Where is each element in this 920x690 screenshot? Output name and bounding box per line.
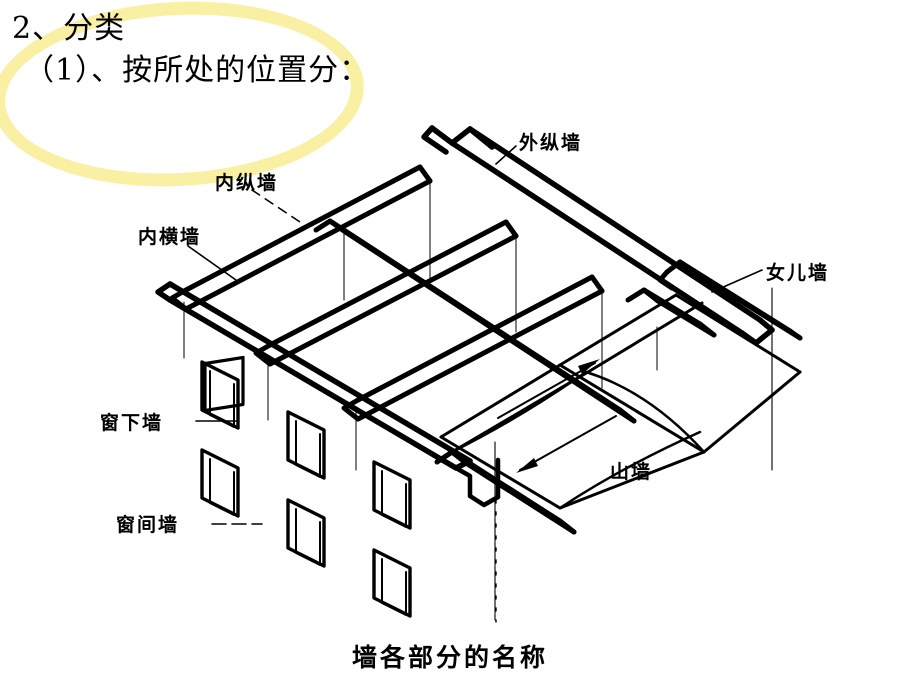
callout-leader-lines: [187, 145, 763, 525]
callout-label-wall-between-windows: 窗间墙: [116, 514, 180, 536]
interior-transverse-walls: [169, 164, 605, 422]
callout-label-gable-wall: 山墙: [610, 461, 653, 483]
building-corner-edges: [494, 287, 773, 621]
roof-valley-lines: [450, 370, 706, 510]
drainage-arrow-head-upper: [578, 359, 600, 374]
page-subtitle-line-2: （1）、按所处的位置分：: [24, 53, 371, 88]
roof-slab-edges: [439, 293, 802, 510]
facade-top-edge: [167, 297, 501, 508]
callout-label-interior-transverse-wall: 内横墙: [138, 226, 202, 248]
interior-longitudinal-wall: [313, 218, 637, 424]
callout-label-interior-longitudinal-wall: 内纵墙: [215, 172, 279, 194]
page-title-line-1: 2、分类: [12, 11, 126, 46]
drainage-arrow-head-lower: [516, 458, 538, 473]
facade-window-group: [203, 355, 245, 413]
facade-window: [203, 355, 245, 413]
callout-label-parapet-wall: 女儿墙: [766, 262, 830, 284]
parapet-wall-shape: [657, 259, 803, 341]
callout-label-wall-below-window: 窗下墙: [100, 412, 164, 434]
facade-windows: [200, 360, 412, 618]
callout-label-exterior-longitudinal-wall: 外纵墙: [519, 132, 583, 154]
figure-caption: 墙各部分的名称: [352, 643, 549, 672]
roof-drainage-arrows: [497, 362, 617, 471]
lower-right-room-walls: [434, 287, 717, 535]
wall-inner-face-lines: [183, 180, 658, 471]
